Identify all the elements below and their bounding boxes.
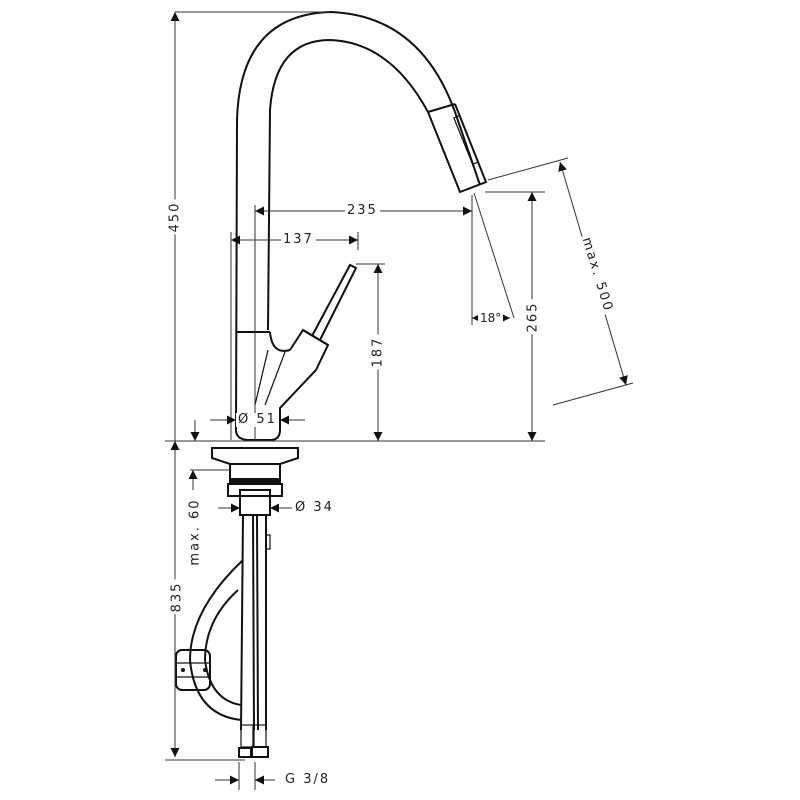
dim-total-height: 450 (167, 199, 183, 235)
dim-handle-height: 187 (370, 334, 386, 370)
spout (235, 10, 488, 431)
dim-base-diameter: Ø 51 (236, 412, 279, 427)
dimension-lines (165, 11, 634, 790)
dim-spout-reach: 235 (345, 203, 380, 218)
dim-spray-angle: 18° (478, 311, 504, 325)
hose-loop (175, 559, 244, 721)
faucet-body (235, 331, 317, 441)
dim-hose-length: 835 (169, 579, 185, 615)
connection-fittings (238, 724, 269, 758)
dim-shank-diameter: Ø 34 (293, 500, 336, 515)
dim-deck-thickness: max. 60 (187, 496, 203, 568)
dim-connection-thread: G 3/8 (283, 772, 333, 787)
mounting-assembly (211, 447, 299, 731)
lever-handle (289, 263, 358, 371)
dim-handle-offset: 137 (281, 232, 316, 247)
dim-spout-outlet-height: 265 (525, 299, 541, 335)
